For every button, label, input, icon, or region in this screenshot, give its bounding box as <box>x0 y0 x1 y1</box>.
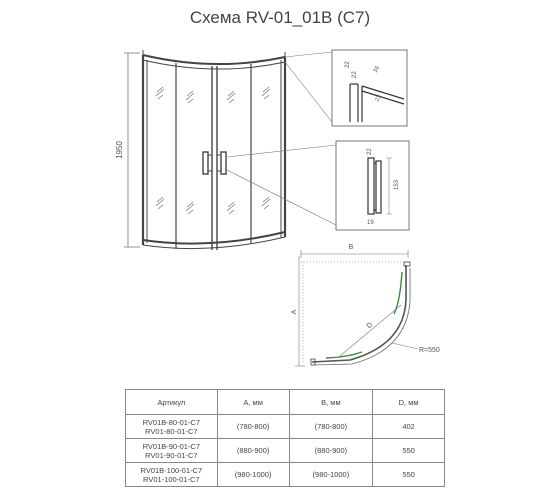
cabin-front-view <box>141 50 287 250</box>
plan-view <box>295 250 419 367</box>
plan-label-d: D <box>366 322 374 331</box>
cell-d: 550 <box>372 438 445 463</box>
detail-leaders <box>226 51 337 226</box>
handle-detail <box>335 140 410 231</box>
cell-d: 402 <box>372 414 445 439</box>
cell-a: (780-800) <box>216 414 290 439</box>
top-dim-b: 16 <box>373 65 382 74</box>
article-code: RV01-90-01-C7 <box>145 450 198 460</box>
cell-d: 550 <box>372 462 445 487</box>
header-a: A, мм <box>216 389 290 415</box>
article-code: RV01B-90-01-C7 <box>142 441 201 451</box>
plan-label-b: B <box>349 244 354 251</box>
top-dim-d: 23 <box>375 94 384 103</box>
article-code: RV01-80-01-C7 <box>145 426 198 436</box>
cell-b: (980-1000) <box>288 462 374 487</box>
handle-dim-top: 22 <box>367 148 373 155</box>
cell-b: (780-800) <box>288 414 374 439</box>
cell-a: (880-900) <box>216 438 290 463</box>
handle-dim-length: 153 <box>394 179 400 190</box>
handle-dim-width: 19 <box>367 220 374 226</box>
top-dim-a: 22 <box>345 61 351 68</box>
glass-reflection-marks <box>155 86 271 215</box>
specification-table: Артикул A, мм B, мм D, мм RV01B-80-01-C7… <box>125 389 445 487</box>
article-code: RV01B-100-01-C7 <box>140 465 203 475</box>
header-article: Артикул <box>125 389 218 415</box>
cell-a: (980-1000) <box>216 462 290 487</box>
height-label: 1950 <box>115 141 124 159</box>
height-dimension-line <box>124 52 140 248</box>
plan-label-a: A <box>291 309 298 314</box>
article-code: RV01-100-01-C7 <box>143 474 200 484</box>
cell-b: (880-900) <box>288 438 374 463</box>
top-dim-c: 22 <box>352 71 358 78</box>
table-header-row: Артикул A, мм B, мм D, мм <box>125 389 445 415</box>
header-d: D, мм <box>372 389 445 415</box>
plan-label-radius: R=550 <box>419 347 440 354</box>
top-profile-detail <box>331 49 408 127</box>
page-title: Схема RV-01_01B (C7) <box>189 8 371 27</box>
header-b: B, мм <box>288 389 374 415</box>
article-code: RV01B-80-01-C7 <box>142 417 201 427</box>
